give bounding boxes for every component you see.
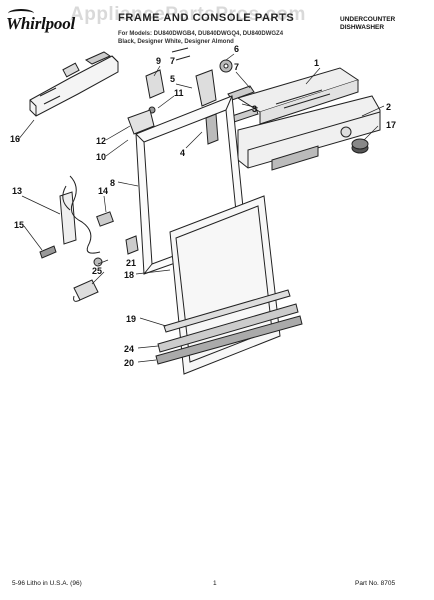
category-line-2: DISHWASHER bbox=[340, 24, 385, 31]
models-line-2: Black, Designer White, Designer Almond bbox=[118, 39, 234, 45]
callout-6: 6 bbox=[234, 44, 239, 54]
callout-21: 21 bbox=[126, 258, 136, 268]
callout-13: 13 bbox=[12, 186, 22, 196]
callout-24: 24 bbox=[124, 344, 134, 354]
part-4-latch bbox=[205, 113, 219, 145]
callout-20: 20 bbox=[124, 358, 134, 368]
callout-18: 18 bbox=[124, 270, 134, 280]
part-trim-strips bbox=[155, 289, 303, 365]
callout-17: 17 bbox=[386, 120, 396, 130]
callout-25: 25 bbox=[92, 266, 102, 276]
callout-19: 19 bbox=[126, 314, 136, 324]
part-brackets-top bbox=[195, 59, 259, 123]
part-2-console-front bbox=[237, 95, 381, 171]
product-category: UNDERCOUNTER DISHWASHER bbox=[340, 16, 395, 32]
models-line-1: For Models: DU840DWGB4, DU840DWGQ4, DU84… bbox=[118, 31, 284, 37]
litho-note: 5-96 Litho in U.S.A. (96) bbox=[12, 580, 82, 587]
logo-swoosh-icon bbox=[8, 9, 34, 18]
callout-4: 4 bbox=[180, 148, 185, 158]
part-1-console-panel bbox=[236, 67, 360, 125]
callout-3: 3 bbox=[252, 104, 257, 114]
callout-7a: 7 bbox=[234, 62, 239, 72]
callout-labels: 1 2 3 4 5 6 7 7 8 9 10 11 12 13 14 15 16… bbox=[10, 44, 396, 368]
part-17-knob bbox=[351, 138, 369, 154]
page-title: FRAME AND CONSOLE PARTS bbox=[118, 12, 295, 24]
callout-2: 2 bbox=[386, 102, 391, 112]
callout-12: 12 bbox=[96, 136, 106, 146]
callout-15: 15 bbox=[14, 220, 24, 230]
callout-10: 10 bbox=[96, 152, 106, 162]
part-21-25-handle bbox=[73, 257, 103, 302]
callout-1: 1 bbox=[314, 58, 319, 68]
callout-5: 5 bbox=[170, 74, 175, 84]
category-line-1: UNDERCOUNTER bbox=[340, 16, 396, 23]
leader-lines bbox=[17, 53, 385, 363]
callout-16: 16 bbox=[10, 134, 20, 144]
page-number: 1 bbox=[213, 580, 217, 587]
part-16-control-box bbox=[29, 51, 119, 117]
callout-11: 11 bbox=[174, 88, 184, 98]
part-13-wiring-harness bbox=[39, 175, 114, 259]
callout-9: 9 bbox=[156, 56, 161, 66]
part-number: Part No. 8705 bbox=[355, 580, 396, 587]
part-small-hardware bbox=[127, 47, 191, 135]
callout-14: 14 bbox=[98, 186, 108, 196]
brand-name: Whirlpool bbox=[6, 14, 76, 33]
model-list: For Models: DU840DWGB4, DU840DWGQ4, DU84… bbox=[118, 30, 283, 46]
callout-8: 8 bbox=[110, 178, 115, 188]
watermark: AppliancePartsPros.com bbox=[70, 4, 306, 25]
callout-7b: 7 bbox=[170, 56, 175, 66]
